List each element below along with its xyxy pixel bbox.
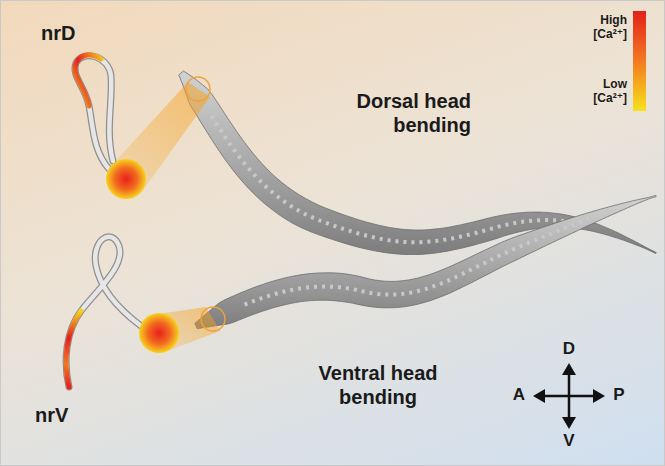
neuron-label: nrD [41,21,111,45]
worm-texture [245,217,594,305]
worm-bodies [179,71,657,329]
neurite [66,237,141,387]
color-bar [633,11,646,111]
figure-label: Dorsal head bending [336,89,471,137]
axis-label: P [607,385,631,405]
axis-label: A [507,385,531,405]
calcium-segment [66,311,81,387]
legend-label: Low [Ca²⁺] [567,77,627,106]
neurite [66,237,141,387]
head-circle [186,77,210,101]
worm-body [195,195,656,328]
neurite [75,56,113,169]
neuron-label: nrV [35,403,105,427]
calcium-segment [75,55,101,106]
soma [106,159,146,199]
legend-label: High [Ca²⁺] [567,13,627,42]
soma [139,313,179,353]
figure-label: Ventral head bending [293,361,463,409]
axis-label: D [554,339,584,359]
axis-label: V [554,431,584,451]
compass [533,363,605,429]
neurite [75,56,113,169]
head-circle [201,307,225,331]
